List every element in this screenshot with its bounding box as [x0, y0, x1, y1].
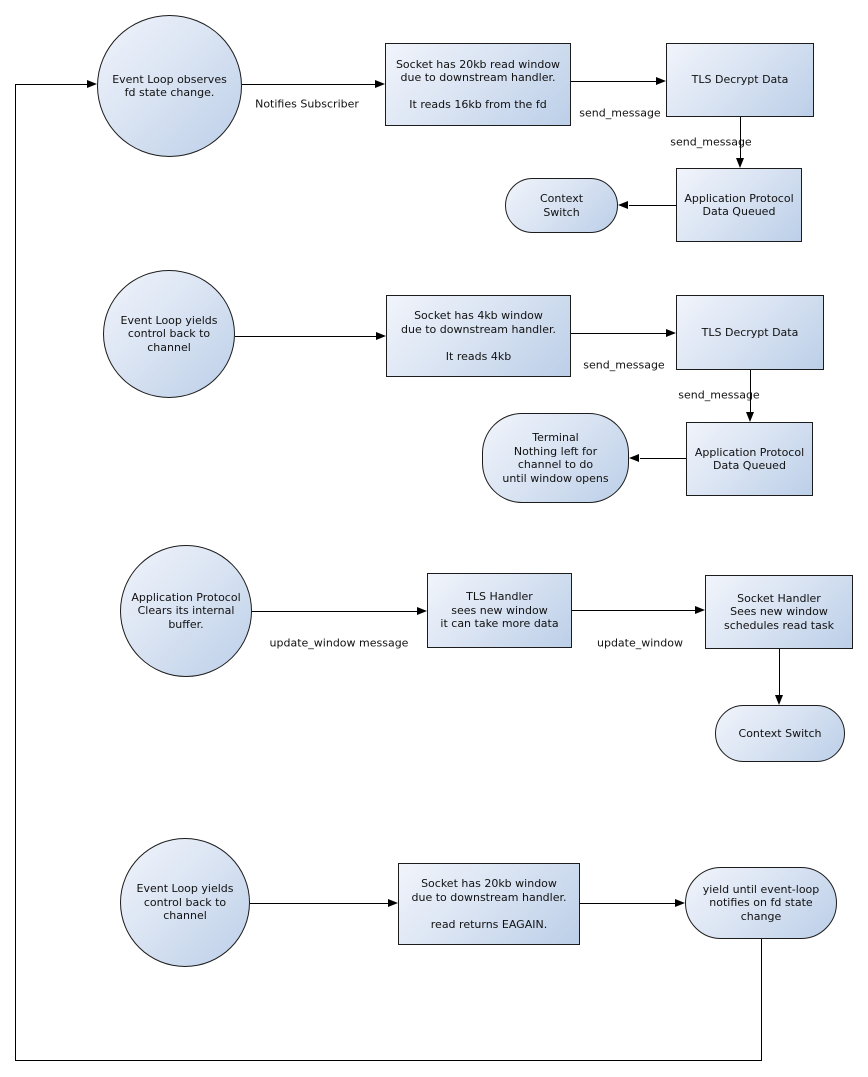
node-socket-handler-schedules-read: Socket Handler Sees new window schedules… [705, 575, 853, 649]
edge-line [779, 649, 780, 695]
arrowhead [618, 201, 628, 209]
edge-line [242, 84, 375, 85]
edge-line [250, 903, 388, 904]
edge-line [580, 903, 675, 904]
node-app-protocol-data-queued-2: Application Protocol Data Queued [686, 422, 813, 496]
node-app-protocol-data-queued-1: Application Protocol Data Queued [676, 168, 802, 242]
edge-label-send-message-1a: send_message [579, 106, 661, 120]
edge-line [571, 333, 666, 334]
edge-line [640, 458, 686, 459]
edge-line [235, 336, 376, 337]
edge-label-update-window-message: update_window message [269, 636, 409, 650]
node-context-switch-2: Context Switch [715, 705, 845, 762]
arrowhead [417, 607, 427, 615]
feedback-line-bottom [15, 1060, 762, 1061]
arrowhead [388, 899, 398, 907]
edge-line [750, 370, 751, 412]
edge-line [629, 205, 676, 206]
arrowhead [629, 454, 639, 462]
arrowhead [746, 412, 754, 422]
node-event-loop-observes: Event Loop observes fd state change. [97, 15, 242, 157]
arrowhead [675, 899, 685, 907]
node-context-switch-1: Context Switch [505, 178, 618, 233]
feedback-line-down [761, 939, 762, 1060]
arrowhead [87, 80, 97, 88]
node-socket-20kb-eagain: Socket has 20kb window due to downstream… [398, 863, 580, 945]
edge-line [740, 117, 741, 158]
edge-line [252, 611, 417, 612]
node-yield-until-fd-state-change: yield until event-loop notifies on fd st… [685, 867, 837, 939]
edge-label-notifies-subscriber: Notifies Subscriber [255, 97, 359, 111]
edge-line [572, 610, 695, 611]
node-tls-handler-new-window: TLS Handler sees new window it can take … [427, 573, 572, 648]
node-socket-4kb-window: Socket has 4kb window due to downstream … [386, 295, 571, 377]
node-socket-20kb-read-window: Socket has 20kb read window due to downs… [385, 43, 571, 126]
arrowhead [375, 80, 385, 88]
node-event-loop-yields-1: Event Loop yields control back to channe… [103, 270, 235, 398]
arrowhead [695, 606, 705, 614]
arrowhead [376, 332, 386, 340]
feedback-line-left [15, 84, 16, 1061]
edge-label-send-message-2b: send_message [678, 388, 760, 402]
node-tls-decrypt-data-1: TLS Decrypt Data [666, 43, 814, 117]
node-event-loop-yields-2: Event Loop yields control back to channe… [120, 838, 250, 967]
arrowhead [736, 158, 744, 168]
edge-label-send-message-2a: send_message [583, 358, 665, 372]
node-app-protocol-clears-buffer: Application Protocol Clears its internal… [120, 545, 252, 677]
node-tls-decrypt-data-2: TLS Decrypt Data [676, 295, 824, 370]
arrowhead [666, 329, 676, 337]
arrowhead [656, 77, 666, 85]
arrowhead [775, 695, 783, 705]
feedback-line-top [15, 84, 87, 85]
edge-label-update-window: update_window [597, 636, 683, 650]
edge-line [571, 81, 656, 82]
node-terminal-nothing-left: Terminal Nothing left for channel to do … [482, 413, 629, 503]
edge-label-send-message-1b: send_message [670, 135, 752, 149]
